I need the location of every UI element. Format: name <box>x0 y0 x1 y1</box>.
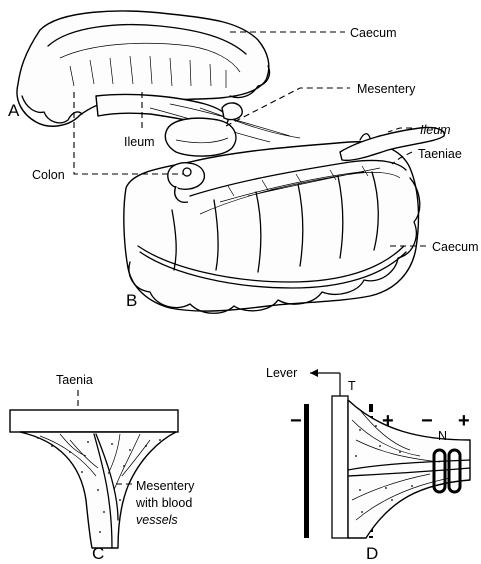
label-caecum-b: Caecum <box>432 240 479 254</box>
minus-sign-left: − <box>290 410 302 432</box>
label-mesentery-line3: vessels <box>136 513 178 527</box>
label-mesentery: Mesentery <box>357 82 416 96</box>
label-t: T <box>348 379 356 393</box>
label-caecum-top: Caecum <box>350 26 397 40</box>
panel-a-drawing <box>17 11 300 156</box>
taenia-strip <box>10 410 178 432</box>
taenia-strip-vertical <box>332 396 348 538</box>
label-colon: Colon <box>32 168 65 182</box>
label-ileum-b: Ileum <box>420 123 451 137</box>
minus-sign-right: − <box>421 410 433 432</box>
label-ileum-a: Ileum <box>124 135 155 149</box>
lever-arrow-head <box>310 369 318 377</box>
label-n: N <box>438 429 447 443</box>
panel-label-d: D <box>366 544 378 563</box>
panel-label-b: B <box>126 291 137 310</box>
panel-label-c: C <box>92 544 104 563</box>
left-electrode <box>304 404 309 538</box>
plus-sign-mid: + <box>382 410 394 432</box>
panel-label-a: A <box>8 101 20 120</box>
label-mesentery-line1: Mesentery <box>136 479 195 493</box>
panel-d-drawing <box>304 369 470 538</box>
label-taenia: Taenia <box>56 373 93 387</box>
plus-sign-right: + <box>458 410 470 432</box>
label-taeniae: Taeniae <box>418 147 462 161</box>
label-mesentery-line2: with blood <box>135 496 192 510</box>
label-lever: Lever <box>266 366 297 380</box>
panel-b-drawing <box>124 127 444 313</box>
